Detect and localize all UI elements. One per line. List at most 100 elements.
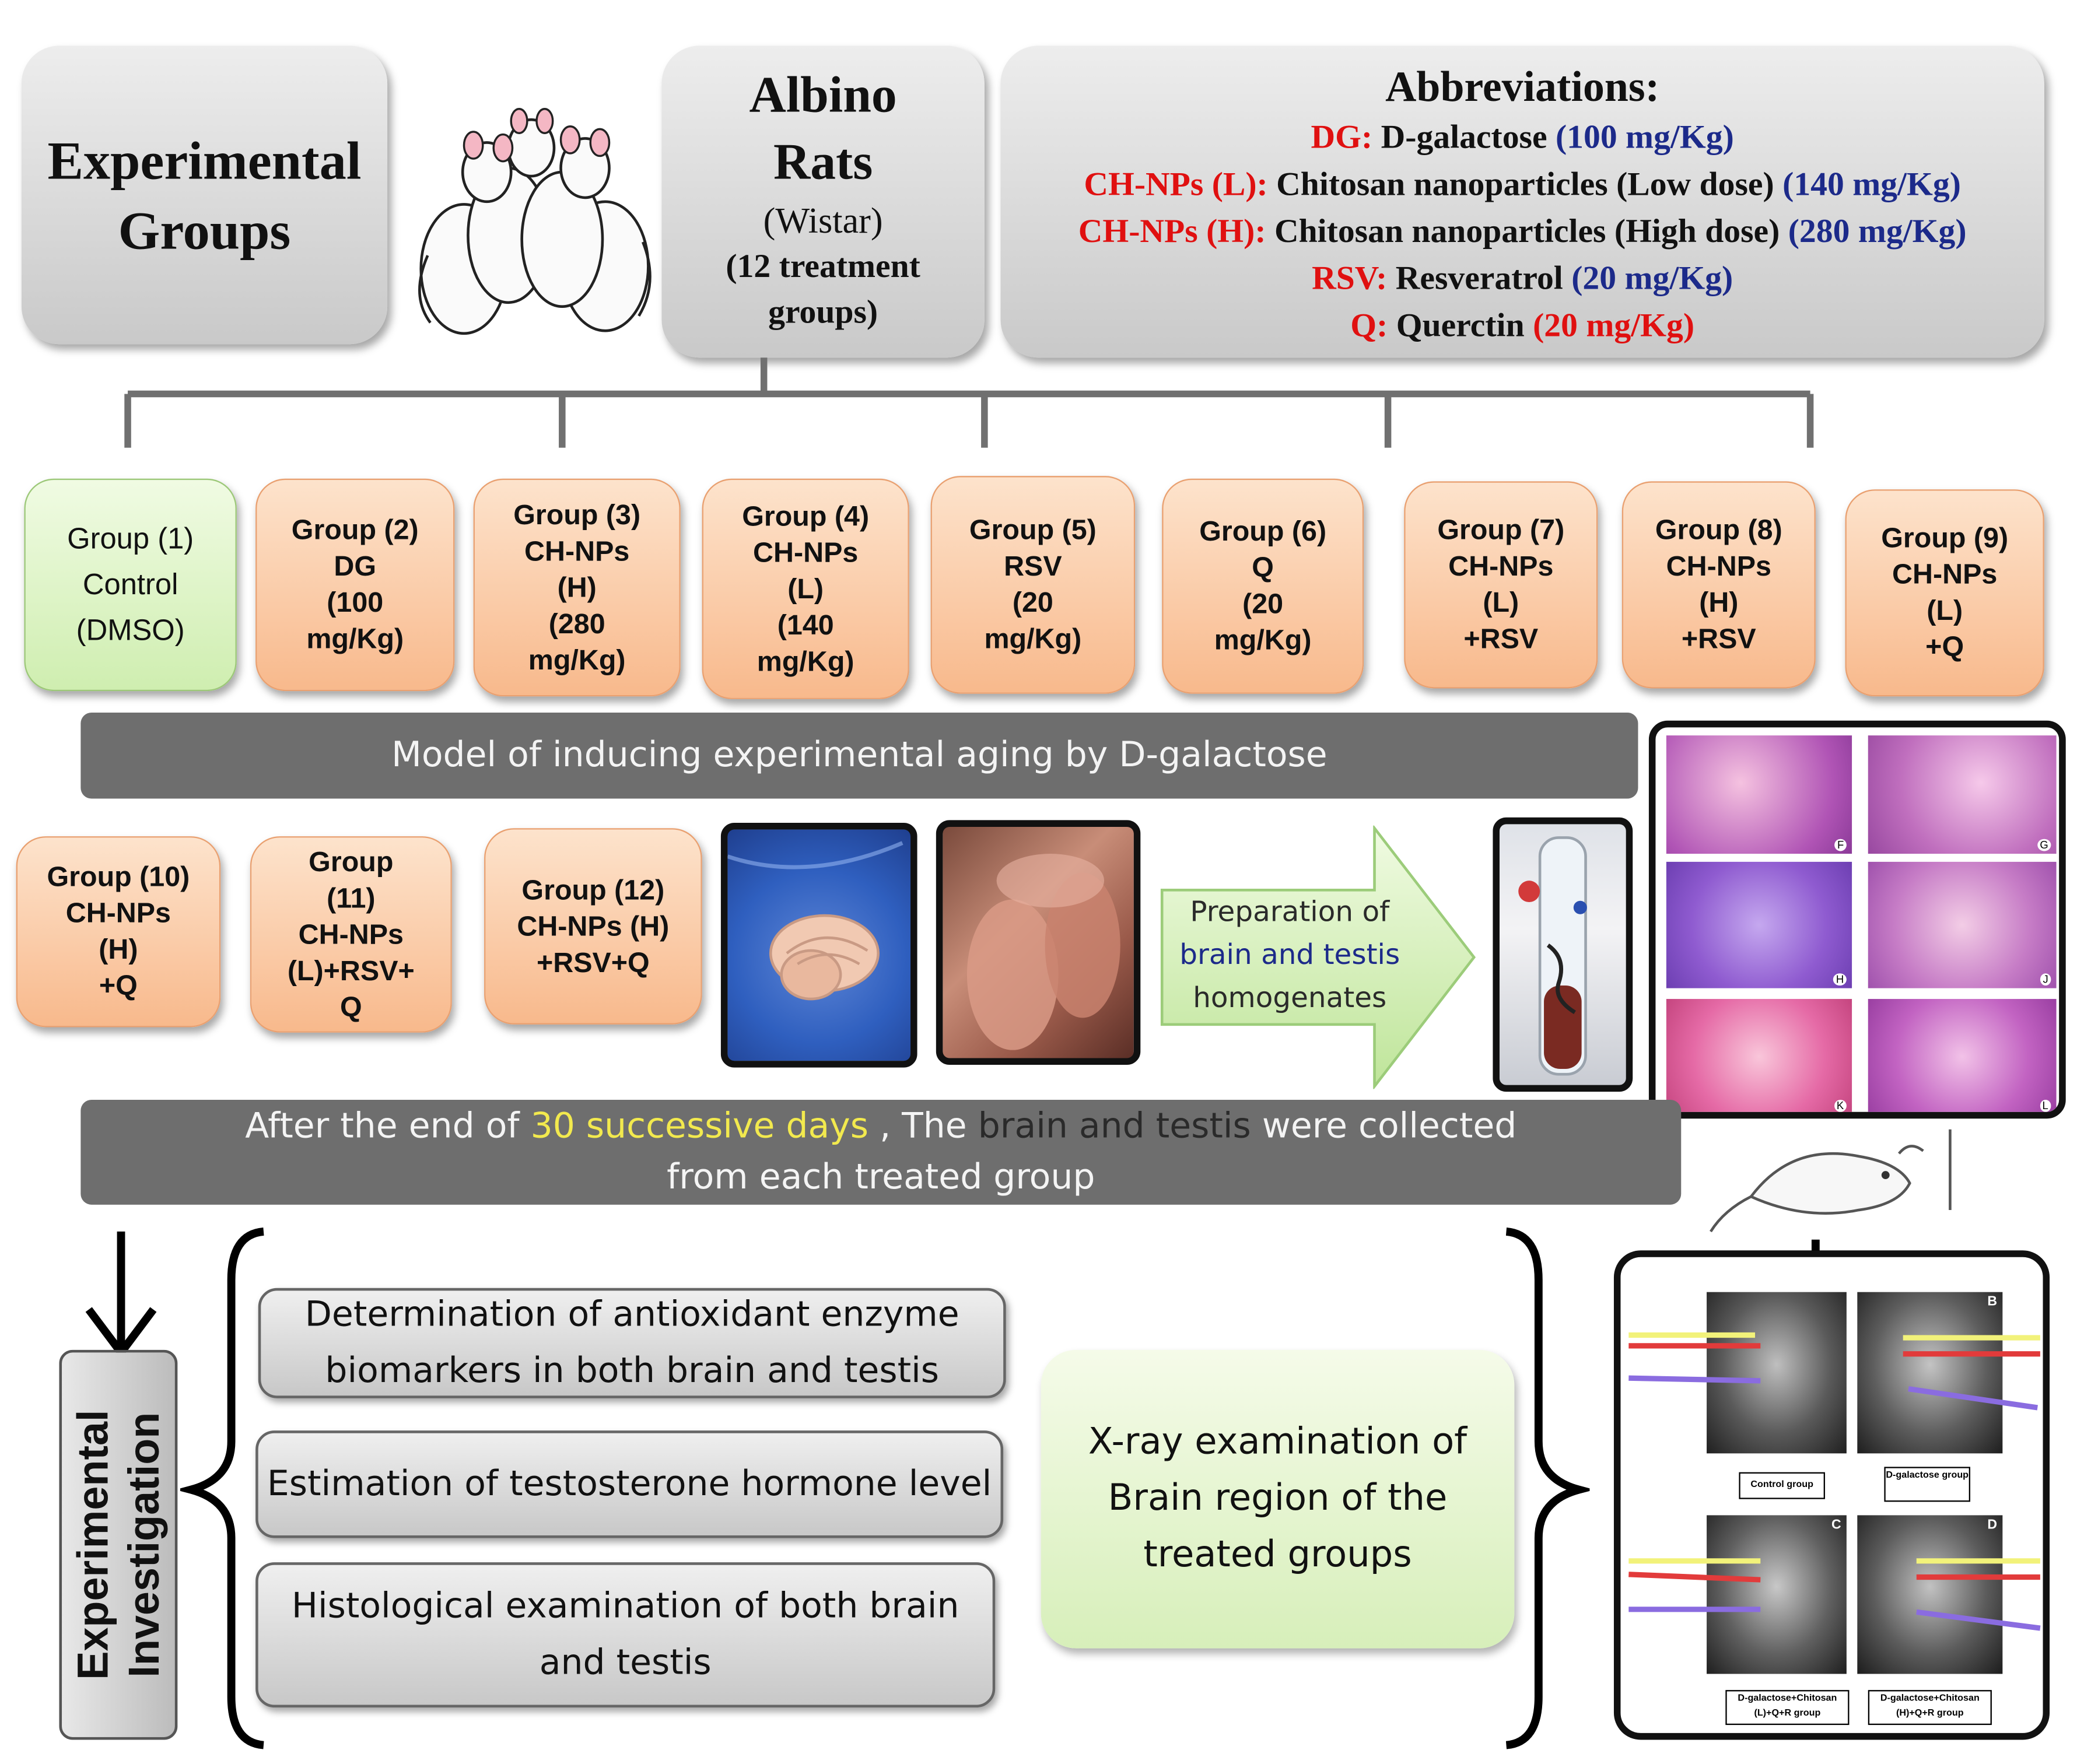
group-line: Group (1) bbox=[67, 521, 194, 556]
down-arrow-icon bbox=[85, 1231, 157, 1359]
group-line: +RSV bbox=[1681, 623, 1756, 655]
preparation-line: homogenates bbox=[1193, 981, 1387, 1014]
xray-group-label: D-galactose+Chitosan (H)+Q+R group bbox=[1868, 1690, 1992, 1726]
group-line: Group (5) bbox=[969, 515, 1097, 546]
albino-strain: (Wistar) bbox=[763, 200, 883, 241]
histology-letter: H bbox=[1833, 973, 1847, 986]
collection-text: were collected bbox=[1251, 1106, 1517, 1147]
abbreviation-abbr: CH-NPs (L): bbox=[1084, 166, 1268, 204]
preparation-text: Preparation of brain and testis homogena… bbox=[1165, 890, 1415, 1019]
left-brace-icon bbox=[180, 1228, 264, 1749]
group-line: Q bbox=[339, 991, 362, 1023]
abbreviation-name: Chitosan nanoparticles (Low dose) bbox=[1267, 166, 1783, 204]
group-line: CH-NPs bbox=[1448, 551, 1554, 583]
investigation-label-line2: Investigation bbox=[120, 1412, 169, 1678]
group-1-box: Group (1) Control (DMSO) bbox=[24, 478, 237, 692]
group-line: (20 bbox=[1242, 588, 1284, 620]
xray-image: B bbox=[1857, 1292, 2003, 1454]
group-line: (280 bbox=[548, 608, 605, 640]
abbreviation-abbr: CH-NPs (H): bbox=[1078, 213, 1266, 250]
abbreviation-abbr: DG: bbox=[1311, 120, 1373, 156]
xray-line: Brain region of the bbox=[1108, 1477, 1448, 1520]
histology-letter: J bbox=[2040, 973, 2051, 986]
abbreviation-name: Chitosan nanoparticles (High dose) bbox=[1266, 213, 1788, 250]
abbreviation-abbr: RSV: bbox=[1312, 261, 1388, 297]
group-line: CH-NPs bbox=[65, 898, 171, 930]
collection-text: After the end of bbox=[245, 1106, 531, 1147]
testis-organ-icon bbox=[966, 854, 1120, 1050]
group-line: mg/Kg) bbox=[306, 623, 404, 655]
histology-letter: G bbox=[2037, 839, 2051, 851]
abbreviation-list: DG: D-galactose (100 mg/Kg) CH-NPs (L): … bbox=[1001, 114, 2044, 349]
histology-image: J bbox=[1868, 861, 2057, 988]
abbreviation-item: RSV: Resveratrol (20 mg/Kg) bbox=[1001, 255, 2044, 303]
model-banner: Model of inducing experimental aging by … bbox=[80, 712, 1638, 799]
group-line: CH-NPs (H) bbox=[517, 911, 670, 942]
xray-group-label: D-galactose group bbox=[1884, 1467, 1970, 1502]
xray-image: C bbox=[1707, 1515, 1847, 1674]
group-line: Group (10) bbox=[47, 861, 190, 893]
mouse-sketch-icon bbox=[1710, 1129, 1952, 1233]
group-line: Control bbox=[82, 567, 178, 601]
xray-letter: D bbox=[1987, 1518, 1998, 1533]
histology-image: G bbox=[1868, 735, 2057, 854]
group-line: Group (12) bbox=[521, 874, 665, 906]
collection-highlight-organs: brain and testis bbox=[978, 1106, 1251, 1147]
group-12-box: Group (12) CH-NPs (H) +RSV+Q bbox=[484, 828, 702, 1025]
group-line: CH-NPs bbox=[1892, 559, 1998, 591]
xray-image: D bbox=[1857, 1515, 2003, 1674]
group-line: mg/Kg) bbox=[756, 646, 854, 677]
abbreviation-dose: (280 mg/Kg) bbox=[1788, 213, 1967, 250]
group-8-box: Group (8)CH-NPs(H)+RSV bbox=[1621, 481, 1816, 689]
abbreviation-item: CH-NPs (H): Chitosan nanoparticles (High… bbox=[1001, 208, 2044, 255]
collection-line2: from each treated group bbox=[667, 1158, 1095, 1198]
group-line: Group (2) bbox=[291, 515, 419, 546]
test-tube-icon bbox=[1518, 836, 1587, 1076]
group-line: Group (3) bbox=[513, 499, 641, 531]
xray-letter: C bbox=[1831, 1518, 1841, 1533]
xray-group-label: D-galactose+Chitosan (L)+Q+R group bbox=[1725, 1690, 1850, 1726]
group-11-box: Group(11)CH-NPs(L)+RSV+Q bbox=[250, 836, 452, 1033]
group-line: Group (4) bbox=[742, 500, 870, 532]
abbreviation-dose: (100 mg/Kg) bbox=[1555, 120, 1734, 156]
histology-letter: K bbox=[1834, 1099, 1847, 1112]
right-brace-icon bbox=[1505, 1228, 1590, 1749]
brain-organ-icon bbox=[727, 841, 903, 1001]
group-line: (11) bbox=[327, 882, 376, 914]
abbreviation-item: DG: D-galactose (100 mg/Kg) bbox=[1001, 114, 2044, 162]
albino-count-line1: (12 treatment bbox=[726, 248, 920, 285]
group-line: (L) bbox=[1927, 595, 1963, 627]
group-line: CH-NPs bbox=[1666, 551, 1771, 583]
abbreviation-dose: (20 mg/Kg) bbox=[1571, 261, 1733, 297]
histology-image: F bbox=[1666, 735, 1852, 854]
group-line: +RSV+Q bbox=[536, 947, 650, 979]
collection-text: , The bbox=[868, 1106, 978, 1147]
albino-title-line2: Rats bbox=[773, 134, 873, 191]
brain-photo bbox=[720, 823, 917, 1068]
group-line: +Q bbox=[99, 970, 138, 1002]
group-line: Group bbox=[309, 846, 394, 878]
albino-count-line2: groups) bbox=[768, 294, 878, 331]
group-line: (L)+RSV+ bbox=[287, 955, 415, 987]
group-line: (H) bbox=[557, 572, 597, 604]
xray-annotation-arrows bbox=[1628, 1332, 2041, 1631]
preparation-arrow-icon bbox=[1160, 825, 1476, 1089]
experimental-investigation-label: Experimental Investigation bbox=[59, 1349, 178, 1740]
rats-illustration-icon bbox=[418, 108, 652, 335]
testis-photo bbox=[936, 820, 1141, 1065]
experimental-groups-line1: Experimental bbox=[47, 130, 362, 191]
group-line: +Q bbox=[1925, 632, 1964, 663]
investigation-label-line1: Experimental bbox=[68, 1409, 117, 1680]
group-line: Group (9) bbox=[1881, 522, 2009, 554]
group-line: (140 bbox=[777, 609, 834, 641]
investigation-line: biomarkers in both brain and testis bbox=[325, 1351, 940, 1392]
histology-image: H bbox=[1666, 861, 1852, 988]
group-line: CH-NPs bbox=[753, 537, 859, 569]
group-line: (DMSO) bbox=[76, 613, 185, 647]
group-line: Group (7) bbox=[1437, 515, 1565, 546]
